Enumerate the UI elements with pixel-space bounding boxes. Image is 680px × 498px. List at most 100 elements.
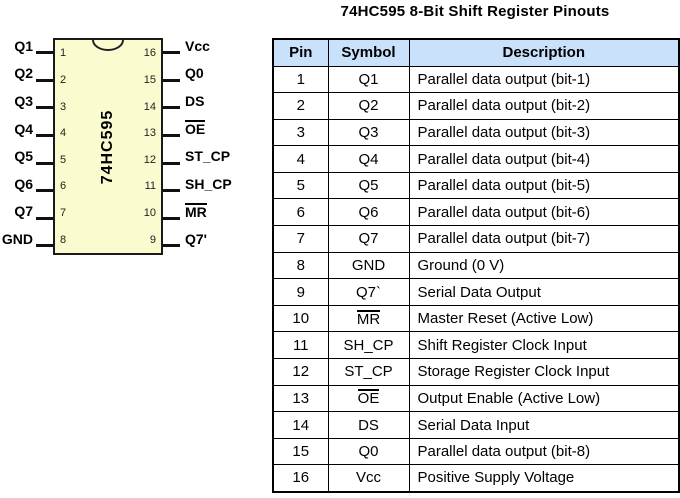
cell-description: Storage Register Clock Input: [408, 358, 680, 386]
pin-stub: [163, 189, 180, 193]
pin-label: GND: [1, 230, 33, 247]
pin-number: 4: [60, 127, 67, 140]
pin-label: Q3: [14, 92, 33, 109]
cell-description: Serial Data Output: [408, 278, 680, 306]
pin-stub: [36, 78, 53, 82]
pin-stub: [163, 106, 180, 110]
cell-pin: 2: [272, 92, 329, 120]
chip-pin-row: Q6: [0, 170, 53, 198]
cell-symbol: Q5: [327, 171, 410, 200]
pin-label: Q6: [14, 175, 33, 192]
pin-number: 14: [143, 100, 156, 113]
cell-pin: 7: [272, 225, 329, 253]
chip-pin-row: Q3: [0, 87, 53, 115]
pin-number: 5: [60, 153, 67, 166]
pin-label: SH_CP: [185, 175, 232, 192]
chip-pin-row: Q7': [163, 225, 270, 253]
page-title: 74HC595 8-Bit Shift Register Pinouts: [340, 3, 610, 20]
pin-stub: [36, 106, 53, 110]
pin-stub: [36, 134, 53, 138]
cell-symbol: GND: [327, 251, 410, 280]
pin-stub: [36, 51, 53, 55]
pin-label: MR: [185, 202, 207, 220]
cell-symbol: Q7: [327, 225, 410, 253]
chip-pin-row: Q5: [0, 142, 53, 170]
pin-stub: [163, 51, 180, 55]
cell-symbol: OE: [327, 384, 410, 413]
pin-label: Q0: [185, 65, 204, 82]
pin-number: 10: [143, 207, 156, 220]
cell-symbol: DS: [327, 411, 410, 439]
pin-stub: [163, 216, 180, 220]
cell-description: Output Enable (Active Low): [408, 384, 680, 413]
cell-symbol: Q4: [327, 145, 410, 173]
pin-label: Q5: [14, 148, 33, 165]
pin-stub: [36, 161, 53, 165]
pin-number: 15: [143, 73, 156, 86]
cell-description: Master Reset (Active Low): [408, 304, 680, 333]
overline-text: MR: [356, 309, 381, 328]
cell-description: Parallel data output (bit-5): [408, 171, 680, 200]
pin-number: 11: [144, 180, 156, 193]
pin-label: Vcc: [185, 37, 210, 54]
chip-pin-row: OE: [163, 115, 270, 143]
cell-symbol: SH_CP: [327, 331, 410, 360]
column-header-symbol: Symbol: [327, 38, 410, 67]
cell-pin: 5: [272, 171, 329, 200]
pin-number: 16: [143, 47, 156, 60]
chip-pin-row: ST_CP: [163, 142, 270, 170]
pin-number: 2: [60, 73, 67, 86]
pin-number: 6: [60, 180, 67, 193]
cell-symbol: Q6: [327, 198, 410, 227]
pin-stub: [163, 78, 180, 82]
pin-label: OE: [185, 120, 206, 138]
pin-stub: [163, 134, 180, 138]
overline-text: OE: [185, 120, 206, 138]
cell-pin: 1: [272, 65, 329, 94]
cell-pin: 9: [272, 278, 329, 306]
cell-pin: 14: [272, 411, 329, 439]
cell-description: Parallel data output (bit-7): [408, 225, 680, 253]
cell-description: Parallel data output (bit-4): [408, 145, 680, 173]
cell-symbol: Q0: [327, 437, 410, 466]
column-header-pin: Pin: [272, 38, 329, 67]
cell-description: Parallel data output (bit-8): [408, 437, 680, 466]
chip-pin-row: GND: [0, 225, 53, 253]
cell-symbol: Q3: [327, 118, 410, 147]
pin-label: Q2: [14, 65, 33, 82]
pin-label: DS: [185, 92, 205, 109]
cell-description: Positive Supply Voltage: [408, 464, 680, 492]
pin-stub: [36, 189, 53, 193]
pin-number: 7: [60, 207, 67, 220]
cell-description: Parallel data output (bit-1): [408, 65, 680, 94]
chip-pin-row: Q1: [0, 32, 53, 60]
chip-pin-row: Q2: [0, 60, 53, 88]
pin-number: 8: [60, 233, 67, 246]
column-header-description: Description: [408, 38, 680, 67]
cell-symbol: MR: [327, 304, 410, 333]
pin-label: Q7: [14, 203, 33, 220]
pin-stub: [163, 161, 180, 165]
cell-symbol: Vcc: [327, 464, 410, 492]
cell-symbol: Q7`: [327, 278, 410, 306]
cell-description: Serial Data Input: [408, 411, 680, 439]
